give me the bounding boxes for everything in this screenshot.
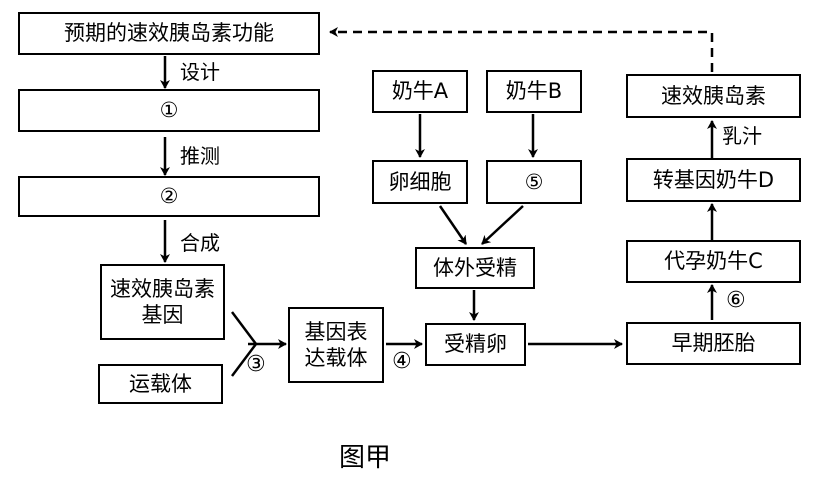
label-design: 设计 (180, 60, 220, 84)
ivf-box: 体外受精 (415, 247, 535, 289)
expression-vector-text: 基因表达载体 (304, 319, 368, 370)
cow-a-box: 奶牛A (372, 70, 468, 113)
transgenic-d-box: 转基因奶牛D (626, 158, 801, 202)
surrogate-c-box: 代孕奶牛C (626, 240, 801, 283)
zygote-text: 受精卵 (444, 332, 507, 357)
step5-text: ⑤ (524, 169, 544, 194)
fast-insulin-box: 速效胰岛素 (626, 74, 801, 118)
cow-a-text: 奶牛A (391, 79, 449, 104)
figure-caption: 图甲 (339, 443, 392, 473)
expected-function-text: 预期的速效胰岛素功能 (64, 21, 274, 46)
expected-function-box: 预期的速效胰岛素功能 (18, 12, 320, 55)
step5-box: ⑤ (486, 160, 582, 204)
step2-text: ② (159, 184, 179, 209)
vector-text: 运载体 (129, 371, 192, 396)
label-infer: 推测 (180, 144, 220, 168)
zygote-box: 受精卵 (425, 323, 526, 366)
expression-vector-box: 基因表达载体 (288, 307, 384, 383)
step1-text: ① (159, 98, 179, 123)
cow-b-text: 奶牛B (505, 79, 563, 104)
egg-cell-box: 卵细胞 (372, 160, 468, 204)
step1-box: ① (18, 89, 320, 132)
egg-cell-text: 卵细胞 (388, 169, 452, 194)
early-embryo-text: 早期胚胎 (671, 331, 756, 356)
cow-b-box: 奶牛B (486, 70, 582, 113)
dashed-feedback-line (329, 27, 714, 72)
arrow-egg-to-ivf (438, 205, 468, 245)
ivf-text: 体外受精 (433, 255, 517, 280)
early-embryo-box: 早期胚胎 (626, 322, 801, 365)
gene-box: 速效胰岛素基因 (100, 264, 225, 340)
fast-insulin-text: 速效胰岛素 (661, 83, 766, 108)
gene-text: 速效胰岛素基因 (110, 276, 215, 327)
step4-number: ④ (392, 349, 412, 374)
vector-box: 运载体 (98, 364, 223, 404)
surrogate-c-text: 代孕奶牛C (664, 249, 763, 274)
label-milk: 乳汁 (722, 124, 762, 148)
step2-box: ② (18, 176, 320, 217)
arrow-step5-to-ivf (481, 205, 524, 245)
step6-number: ⑥ (726, 288, 746, 313)
step3-number: ③ (246, 352, 266, 377)
label-synthesize: 合成 (180, 231, 220, 255)
transgenic-d-text: 转基因奶牛D (652, 167, 775, 192)
